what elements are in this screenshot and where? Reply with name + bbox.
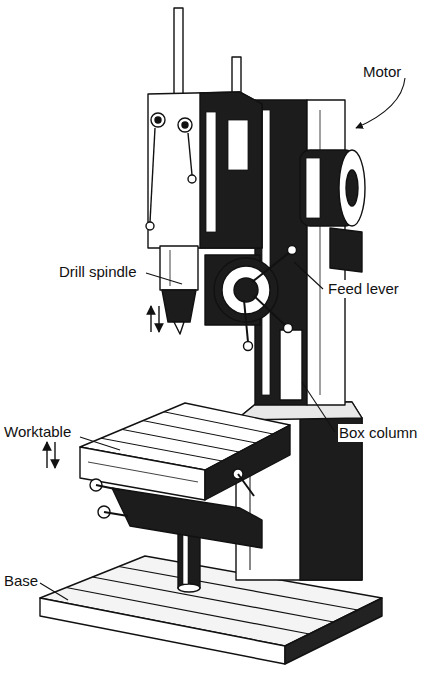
guide-rod bbox=[174, 8, 183, 96]
worktable-part bbox=[104, 512, 128, 516]
feed-lever-part bbox=[254, 296, 286, 326]
worktable bbox=[80, 403, 290, 548]
drill-head-part bbox=[182, 122, 188, 128]
feed-gearbox-part bbox=[234, 278, 258, 302]
worktable-part bbox=[205, 425, 290, 500]
motor-body-part bbox=[330, 228, 362, 272]
leader-line bbox=[294, 262, 323, 289]
drill-head-part bbox=[200, 92, 262, 248]
drill-head-part bbox=[155, 117, 161, 123]
drill-head-part bbox=[178, 118, 192, 132]
motor-body-part bbox=[306, 158, 320, 218]
t-slot bbox=[143, 421, 256, 443]
drill-head-part bbox=[151, 113, 165, 127]
leader-line bbox=[80, 437, 120, 450]
feed-lever-part bbox=[252, 252, 290, 282]
feed-lever bbox=[244, 246, 297, 351]
motor-body-part bbox=[346, 170, 358, 206]
leader-line bbox=[40, 583, 68, 600]
worktable-part bbox=[238, 474, 254, 496]
base-plinth-part bbox=[285, 598, 382, 664]
box-column-part bbox=[262, 110, 270, 395]
motor-body bbox=[300, 150, 365, 272]
elevating-screw-part bbox=[183, 530, 188, 584]
part-label: Base bbox=[3, 572, 39, 590]
drill-head bbox=[146, 92, 262, 248]
drill-head-part bbox=[146, 222, 154, 230]
drill-head-part bbox=[150, 128, 155, 222]
worktable-part bbox=[96, 485, 120, 490]
t-slot bbox=[164, 412, 273, 434]
drill-head-part bbox=[188, 133, 192, 175]
part-label: Feed lever bbox=[327, 280, 400, 298]
motor-body-part bbox=[339, 150, 365, 226]
drill-spindle-part bbox=[174, 322, 184, 334]
t-slot bbox=[122, 429, 239, 452]
drill-head-part bbox=[188, 175, 196, 183]
box-column-part bbox=[255, 100, 307, 405]
box-column-lower-part bbox=[300, 418, 362, 580]
motion-arrows bbox=[47, 306, 159, 468]
elevating-screw-part bbox=[178, 584, 200, 592]
feed-lever-part bbox=[284, 324, 293, 333]
base-plinth-part bbox=[40, 598, 285, 664]
drill-head-part bbox=[148, 92, 262, 248]
box-column-part bbox=[280, 330, 302, 400]
drill-head-part bbox=[206, 112, 216, 232]
part-label: Worktable bbox=[3, 423, 72, 441]
drill-spindle bbox=[160, 246, 198, 334]
motion-arrows-part bbox=[158, 306, 159, 332]
leader-lines bbox=[40, 78, 405, 600]
worktable-part bbox=[88, 462, 198, 482]
drill-spindle-part bbox=[162, 290, 196, 322]
motion-arrows-part bbox=[150, 306, 151, 332]
machine bbox=[40, 8, 382, 664]
feed-lever-part bbox=[288, 246, 297, 255]
feed-lever-part bbox=[244, 342, 253, 351]
drill-head-part bbox=[228, 120, 248, 170]
feed-gearbox bbox=[205, 255, 278, 325]
motion-arrows-part bbox=[46, 442, 47, 468]
worktable-part bbox=[80, 447, 205, 500]
part-label: Motor bbox=[362, 63, 402, 81]
leader-line bbox=[146, 273, 182, 284]
part-label: Drill spindle bbox=[58, 263, 138, 281]
leader-line bbox=[302, 382, 335, 432]
leader-line bbox=[356, 78, 405, 128]
part-label: Box column bbox=[338, 424, 418, 442]
motion-arrows-part bbox=[54, 442, 55, 468]
feed-lever-part bbox=[244, 300, 248, 342]
